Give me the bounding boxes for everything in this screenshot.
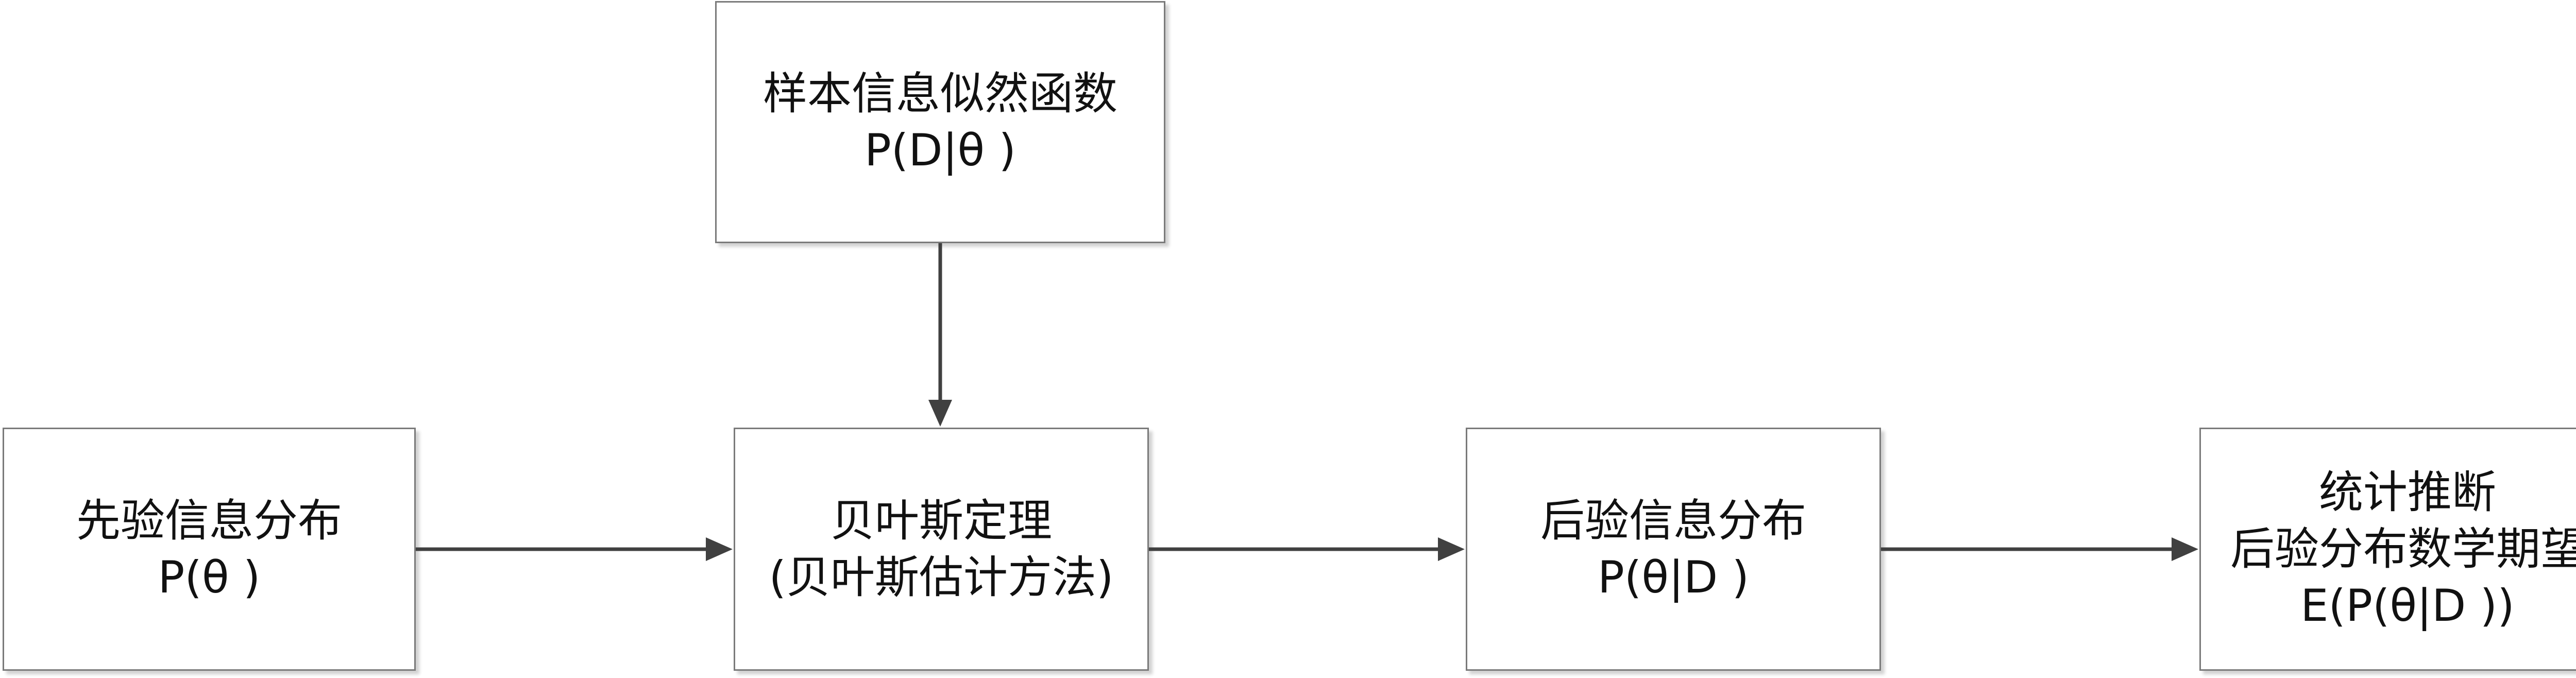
bayes-subtitle: (贝叶斯估计方法) (769, 552, 1114, 603)
likelihood-node: 样本信息似然函数 P(D|θ ) (715, 1, 1165, 243)
inference-title: 统计推断 (2319, 466, 2496, 518)
likelihood-formula: P(D|θ ) (864, 125, 1016, 176)
bayes-theorem-node: 贝叶斯定理 (贝叶斯估计方法) (734, 428, 1149, 671)
arrow-posterior-to-inference (1881, 537, 2198, 561)
posterior-formula: P(θ|D ) (1597, 552, 1750, 603)
posterior-node: 后验信息分布 P(θ|D ) (1466, 428, 1881, 671)
prior-formula: P(θ ) (158, 552, 261, 603)
prior-node: 先验信息分布 P(θ ) (3, 428, 416, 671)
posterior-title: 后验信息分布 (1540, 495, 1806, 547)
inference-subtitle: 后验分布数学期望 (2230, 523, 2576, 575)
inference-formula: E(P(θ|D )) (2300, 580, 2515, 632)
inference-node: 统计推断 后验分布数学期望 E(P(θ|D )) (2199, 428, 2576, 671)
arrow-bayes-to-posterior (1149, 537, 1465, 561)
arrow-prior-to-bayes (416, 537, 733, 561)
likelihood-title: 样本信息似然函数 (763, 67, 1117, 120)
prior-title: 先验信息分布 (76, 495, 342, 547)
bayes-title: 贝叶斯定理 (831, 495, 1052, 547)
arrow-likelihood-to-bayes (928, 243, 952, 427)
